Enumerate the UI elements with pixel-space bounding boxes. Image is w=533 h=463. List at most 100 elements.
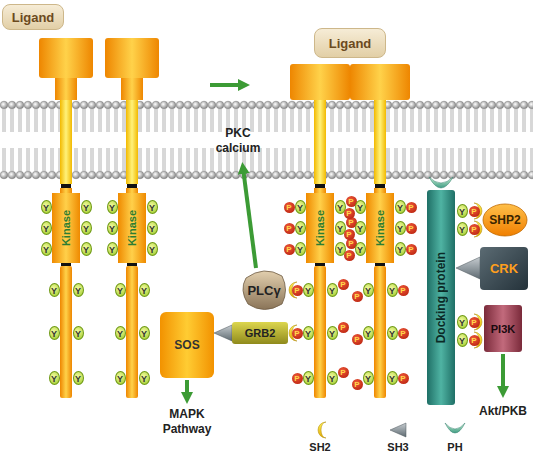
- plc-gamma-text: PLCγ: [247, 283, 280, 298]
- kinase-domain-text: Kinase: [374, 210, 386, 246]
- signal-arrow: [185, 380, 189, 398]
- legend-ph-sample: [445, 423, 465, 433]
- phosphate-group: P: [338, 322, 349, 333]
- tyrosine-site: Y: [139, 283, 150, 297]
- phosphate-group: P: [284, 244, 295, 255]
- tyrosine-site: Y: [147, 242, 158, 256]
- activation-arrow: [210, 83, 244, 87]
- kinase-domain: Kinase: [52, 193, 80, 263]
- receptor-body: [105, 38, 159, 398]
- tyrosine-site: Y: [73, 283, 84, 297]
- tyrosine-site: Y: [363, 326, 374, 340]
- phosphate-group: P: [344, 208, 355, 219]
- kinase-domain: Kinase: [306, 193, 334, 263]
- tyrosine-site: Y: [355, 221, 366, 235]
- phosphate-group: P: [352, 334, 363, 345]
- grb2-adaptor: GRB2: [232, 322, 288, 344]
- pathway-label: PKC calcium: [210, 126, 266, 156]
- receptor-body: [39, 38, 93, 398]
- phosphate-group: P: [344, 229, 355, 240]
- phosphate-group: P: [469, 335, 480, 346]
- tyrosine-site: Y: [395, 200, 406, 214]
- tyrosine-site: Y: [387, 283, 398, 297]
- tyrosine-site: Y: [115, 283, 126, 297]
- tyrosine-site: Y: [303, 283, 314, 297]
- tyrosine-site: Y: [363, 371, 374, 385]
- phosphate-group: P: [398, 328, 409, 339]
- tyrosine-site: Y: [387, 326, 398, 340]
- tyrosine-site: Y: [115, 371, 126, 385]
- tyrosine-site: Y: [41, 221, 52, 235]
- phosphate-group: P: [469, 224, 480, 235]
- tyrosine-site: Y: [387, 371, 398, 385]
- receptor-body: [350, 64, 410, 398]
- crk-adaptor: CRK: [480, 247, 528, 290]
- tyrosine-site: Y: [73, 371, 84, 385]
- pathway-label: Akt/PKB: [472, 404, 533, 419]
- tyrosine-site: Y: [41, 200, 52, 214]
- legend-sh3-sample: [390, 423, 406, 437]
- pathway-label: MAPK Pathway: [151, 407, 223, 437]
- crk-adaptor-text: CRK: [490, 261, 518, 276]
- pi3k-protein-text: PI3K: [491, 323, 515, 335]
- tyrosine-site: Y: [139, 371, 150, 385]
- plc-gamma: PLCγ: [240, 268, 288, 312]
- tyrosine-site: Y: [457, 222, 468, 236]
- phosphate-group: P: [469, 317, 480, 328]
- signal-arrow: [243, 168, 256, 268]
- tyrosine-site: Y: [81, 200, 92, 214]
- tyrosine-site: Y: [73, 326, 84, 340]
- tyrosine-site: Y: [107, 200, 118, 214]
- phosphate-group: P: [292, 373, 303, 384]
- sh3-domain: [214, 325, 232, 341]
- phosphate-group: P: [398, 373, 409, 384]
- plc-gamma-shape: [243, 271, 286, 310]
- tyrosine-site: Y: [303, 371, 314, 385]
- legend-text: PH: [435, 441, 475, 453]
- phosphate-group: P: [284, 202, 295, 213]
- phosphate-group: P: [338, 279, 349, 290]
- ligand-box-text: Ligand: [329, 36, 372, 51]
- sos-protein-text: SOS: [174, 338, 199, 352]
- tyrosine-site: Y: [49, 371, 60, 385]
- docking-protein: Docking protein: [427, 190, 455, 405]
- tyrosine-site: Y: [147, 221, 158, 235]
- docking-protein-text: Docking protein: [434, 252, 448, 343]
- tyrosine-site: Y: [49, 326, 60, 340]
- grb2-adaptor-text: GRB2: [245, 327, 276, 339]
- tyrosine-site: Y: [363, 283, 374, 297]
- tyrosine-site: Y: [41, 242, 52, 256]
- tyrosine-site: Y: [457, 204, 468, 218]
- sh3-domain: [456, 257, 480, 279]
- tyrosine-site: Y: [81, 221, 92, 235]
- tyrosine-site: Y: [355, 200, 366, 214]
- tyrosine-site: Y: [49, 283, 60, 297]
- tyrosine-site: Y: [327, 326, 338, 340]
- legend-sh2-sample: [318, 422, 326, 438]
- kinase-domain-text: Kinase: [60, 210, 72, 246]
- sos-protein: SOS: [160, 312, 214, 378]
- tyrosine-site: Y: [295, 200, 306, 214]
- cell-membrane: [0, 100, 533, 180]
- tyrosine-site: Y: [457, 333, 468, 347]
- tyrosine-site: Y: [139, 326, 150, 340]
- phosphate-group: P: [406, 202, 417, 213]
- signal-arrow: [501, 354, 505, 392]
- kinase-domain: Kinase: [366, 193, 394, 263]
- ligand-box: Ligand: [2, 4, 64, 30]
- shp2-protein-shape: [483, 204, 527, 236]
- phosphate-group: P: [469, 206, 480, 217]
- phosphate-group: P: [406, 244, 417, 255]
- tyrosine-site: Y: [81, 242, 92, 256]
- shp2-protein: SHP2: [482, 203, 528, 237]
- legend-text: SH2: [300, 441, 340, 453]
- pi3k-protein: PI3K: [484, 305, 522, 352]
- phosphate-group: P: [398, 285, 409, 296]
- ligand-box-text: Ligand: [12, 10, 55, 25]
- tyrosine-site: Y: [327, 371, 338, 385]
- tyrosine-site: Y: [303, 326, 314, 340]
- tyrosine-site: Y: [295, 221, 306, 235]
- phosphate-group: P: [292, 328, 303, 339]
- tyrosine-site: Y: [395, 242, 406, 256]
